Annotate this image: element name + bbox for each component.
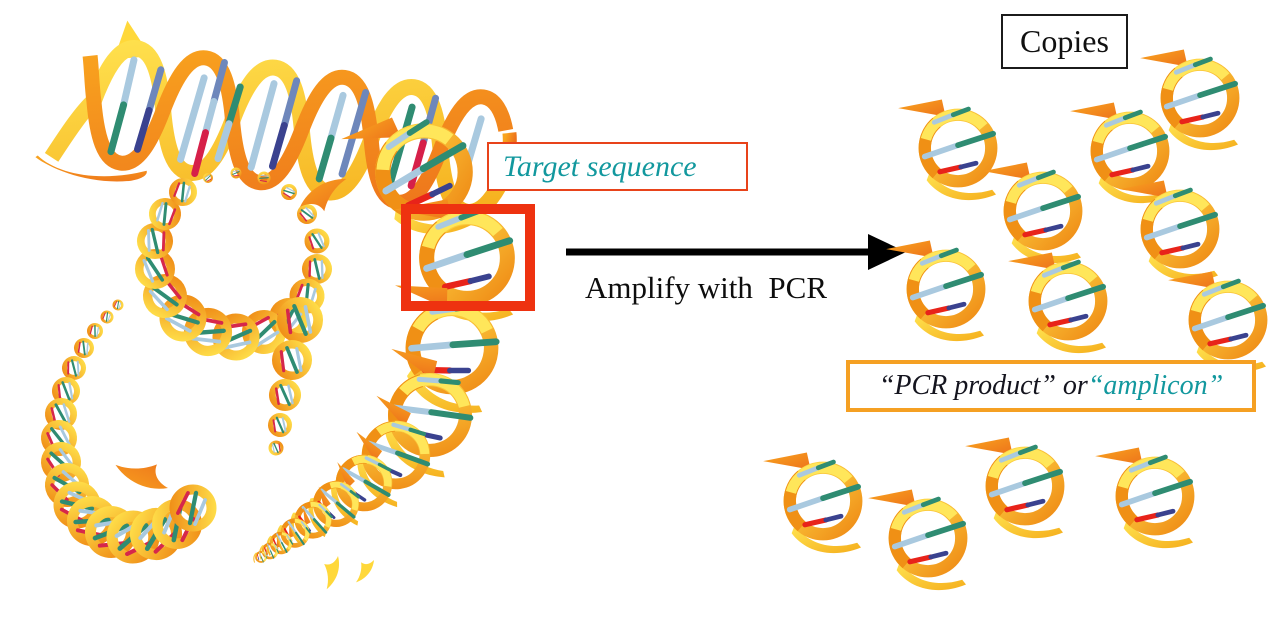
dna-copy xyxy=(898,100,996,201)
dna-bead xyxy=(307,231,327,251)
dna-copy xyxy=(763,453,861,554)
ribbon-hook xyxy=(315,556,350,590)
dna-copy xyxy=(868,490,966,591)
dna-bead xyxy=(279,299,322,342)
dna-bead xyxy=(269,414,291,436)
target-sequence-label: Target sequence xyxy=(503,149,697,183)
pcr-product-label: “PCR product” or xyxy=(878,370,1088,401)
target-sequence-highlight-box xyxy=(401,204,535,311)
dna-copies xyxy=(763,50,1266,591)
dna-bead xyxy=(62,356,86,380)
dna-bead xyxy=(229,166,243,180)
dna-copy xyxy=(965,438,1063,539)
dna-bead xyxy=(98,308,116,326)
copies-label: Copies xyxy=(1020,23,1109,59)
copies-label-box: Copies xyxy=(1001,14,1128,69)
dna-bead xyxy=(273,341,310,378)
dna-bead xyxy=(297,204,317,224)
amplify-arrow xyxy=(566,234,906,270)
dna-bead xyxy=(267,439,285,457)
helix-end-tail xyxy=(35,155,147,182)
dna-copy xyxy=(886,241,984,342)
dna-copy xyxy=(1168,272,1266,373)
dna-copy xyxy=(1095,448,1193,549)
ribbon-hook xyxy=(115,448,168,504)
ribbon-hook xyxy=(352,560,378,583)
dna-bead xyxy=(270,380,299,409)
amplify-with-pcr-label: Amplify with PCR xyxy=(585,270,828,305)
pcr-product-label-box: “PCR product” or“amplicon” xyxy=(846,360,1256,412)
dna-bead xyxy=(84,320,106,342)
dna-bead xyxy=(278,181,300,203)
dna-copy xyxy=(983,163,1081,264)
dna-bead xyxy=(202,172,214,184)
dna-copy xyxy=(1008,253,1106,354)
dna-bead xyxy=(110,297,126,313)
target-sequence-box: Target sequence xyxy=(487,142,748,191)
amplicon-label: “amplicon” xyxy=(1087,370,1224,401)
dna-bead xyxy=(73,337,94,358)
